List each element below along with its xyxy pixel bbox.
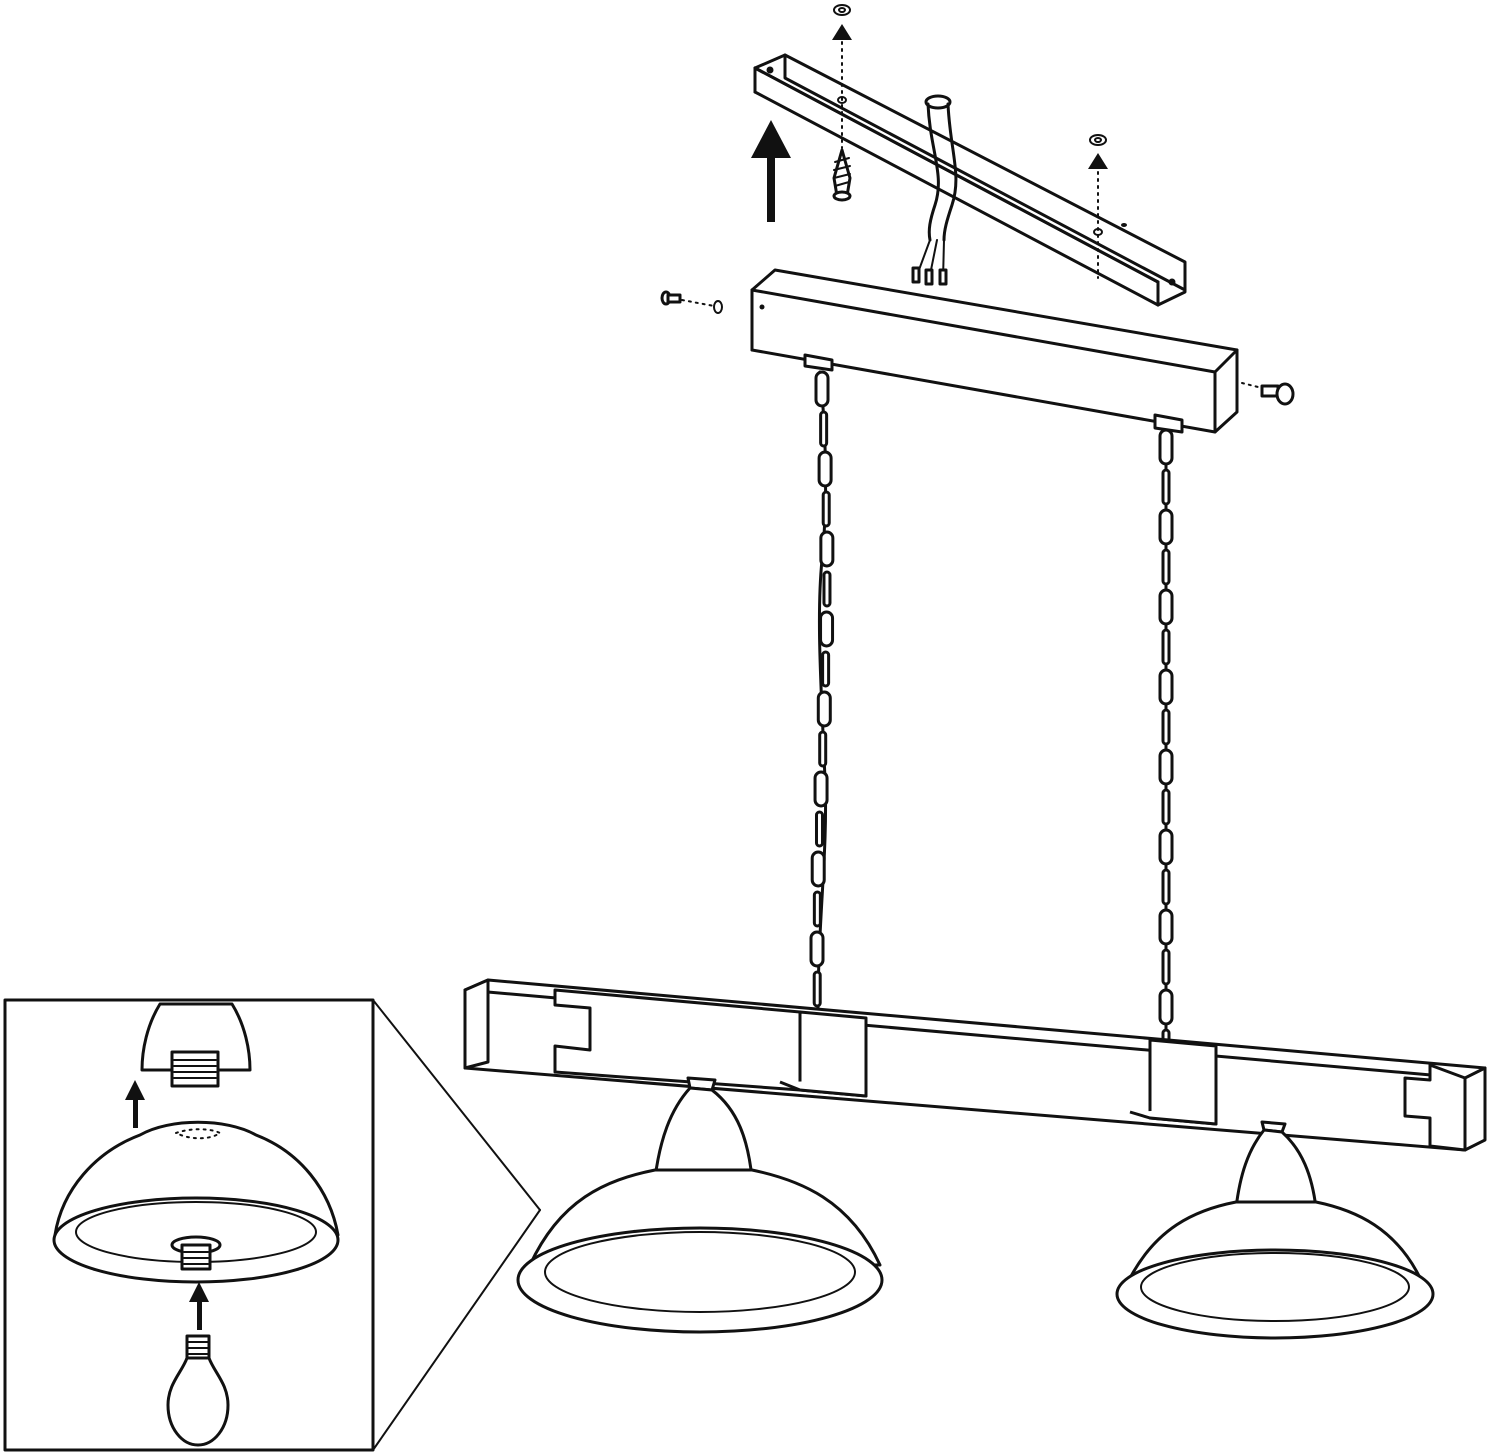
chain-link bbox=[1158, 908, 1174, 946]
chain-link bbox=[1161, 708, 1171, 746]
chain-link bbox=[1158, 508, 1174, 546]
chain-link bbox=[821, 490, 831, 528]
screw-icon bbox=[660, 290, 682, 306]
arrow-up-icon bbox=[1088, 153, 1108, 169]
chain-link bbox=[822, 570, 832, 608]
chain-link bbox=[812, 970, 822, 1008]
arrow-up-icon bbox=[751, 120, 791, 222]
chain-link bbox=[812, 890, 822, 928]
chain-link bbox=[809, 930, 825, 968]
chain-link bbox=[1161, 628, 1171, 666]
chain-link bbox=[1161, 468, 1171, 506]
screw-icon bbox=[1260, 382, 1295, 406]
lamp-shade-icon bbox=[516, 1076, 884, 1334]
lamp-socket-icon bbox=[170, 1235, 222, 1271]
chain-link bbox=[1158, 988, 1174, 1026]
lamp-socket-icon bbox=[140, 1002, 252, 1088]
chain-link bbox=[813, 770, 829, 808]
arrow-up-icon bbox=[189, 1282, 209, 1330]
chain-link bbox=[818, 730, 828, 768]
chain-link bbox=[1161, 788, 1171, 826]
arrow-up-icon bbox=[832, 24, 852, 40]
mains-cable-icon bbox=[911, 94, 958, 286]
chain-link bbox=[814, 810, 824, 848]
chain-link bbox=[819, 410, 829, 448]
chain-link bbox=[1161, 548, 1171, 586]
light-bulb-icon bbox=[166, 1334, 230, 1447]
washer-icon bbox=[1089, 134, 1107, 146]
chain-link bbox=[817, 450, 833, 488]
chain-link bbox=[810, 850, 826, 888]
main-beam bbox=[463, 978, 1487, 1152]
chain-link bbox=[1158, 828, 1174, 866]
chain-link bbox=[1158, 428, 1174, 466]
chain-link bbox=[816, 690, 832, 728]
chain-link bbox=[1158, 748, 1174, 786]
screw-icon bbox=[832, 148, 852, 202]
detail-inset bbox=[3, 998, 541, 1452]
chain-link bbox=[1158, 588, 1174, 626]
chain-link bbox=[819, 530, 835, 568]
washer-icon bbox=[713, 300, 723, 314]
chain-icon bbox=[809, 370, 835, 1012]
chain-link bbox=[1158, 668, 1174, 706]
lamp-shade-icon bbox=[1115, 1120, 1435, 1340]
washer-icon bbox=[833, 4, 851, 16]
chain-icon bbox=[1158, 428, 1174, 1066]
chain-link bbox=[819, 610, 835, 648]
chain-link bbox=[1161, 868, 1171, 906]
ceiling-bracket bbox=[753, 53, 1187, 307]
lamp-shade-icon bbox=[52, 1120, 340, 1284]
chain-link bbox=[821, 650, 831, 688]
chain-link bbox=[814, 370, 830, 408]
arrow-up-icon bbox=[125, 1080, 145, 1128]
canopy-beam bbox=[750, 268, 1239, 434]
chain-link bbox=[1161, 948, 1171, 986]
